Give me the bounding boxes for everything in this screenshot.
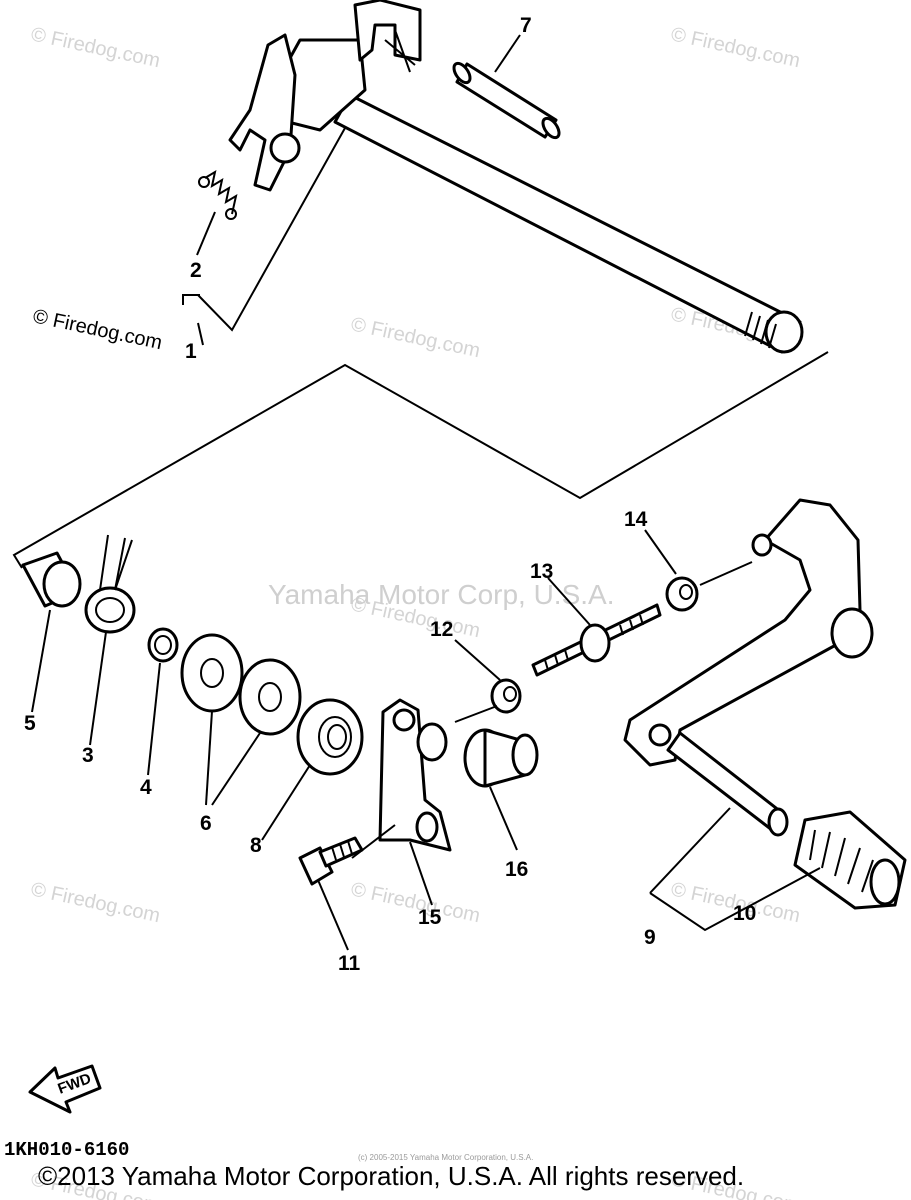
part-11-bolt: [298, 836, 364, 886]
shift-shaft-assembly: [228, 0, 804, 354]
callout-4: 4: [140, 776, 152, 799]
part-6-washers: [180, 633, 302, 736]
callout-10: 10: [733, 902, 756, 925]
part-7-pin: [452, 61, 561, 140]
diagram-code: 1KH010-6160: [4, 1139, 129, 1161]
watermark-center-text: Yamaha Motor Corp, U.S.A.: [268, 579, 615, 610]
part-16-cap: [463, 728, 539, 788]
fwd-arrow-icon: FWD: [28, 1064, 102, 1114]
callout-5: 5: [24, 712, 36, 735]
callout-6: 6: [200, 812, 212, 835]
watermark-text: © Firedog.com: [349, 313, 482, 362]
part-5-collar: [21, 551, 82, 608]
leader-lines-top: [182, 34, 521, 346]
callout-14: 14: [624, 508, 648, 531]
callout-15: 15: [418, 906, 442, 929]
part-14-nut: [665, 576, 699, 612]
callout-9: 9: [644, 926, 656, 949]
part-10-footpeg-rubber: [793, 810, 907, 910]
copyright-text: ©2013 Yamaha Motor Corporation, U.S.A. A…: [38, 1161, 744, 1191]
callout-1: 1: [185, 340, 197, 363]
callout-11: 11: [338, 952, 361, 975]
firedog-watermark-dark: © Firedog.com: [31, 305, 164, 354]
part-3-spring: [84, 534, 136, 634]
assembly-outline: [12, 351, 829, 569]
callout-12: 12: [430, 618, 453, 641]
callout-2: 2: [190, 259, 202, 282]
watermarks: © Firedog.com © Firedog.com © Firedog.co…: [29, 23, 802, 1200]
watermark-text: © Firedog.com: [29, 23, 162, 72]
small-copyright: (c) 2005-2015 Yamaha Motor Corporation, …: [358, 1153, 533, 1162]
part-13-rod: [531, 603, 662, 677]
part-8-bearing: [296, 698, 364, 776]
callout-7: 7: [520, 14, 532, 37]
part-15-rod-end: [378, 698, 452, 852]
part-12-nut: [490, 678, 522, 714]
watermark-text: © Firedog.com: [669, 23, 802, 72]
part-9-shift-pedal: [623, 498, 874, 837]
shaft-spline-end: [764, 310, 804, 354]
callout-8: 8: [250, 834, 262, 857]
part-4-circlip: [147, 627, 179, 663]
watermark-text: © Firedog.com: [349, 878, 482, 927]
callout-16: 16: [505, 858, 528, 881]
callout-3: 3: [82, 744, 94, 767]
part-2-spring: [198, 169, 238, 220]
watermark-text: © Firedog.com: [29, 878, 162, 927]
callout-13: 13: [530, 560, 553, 583]
callout-labels: 1 2 3 4 5 6 7 8 9 10 11 12 13 14 15 16: [24, 14, 756, 975]
